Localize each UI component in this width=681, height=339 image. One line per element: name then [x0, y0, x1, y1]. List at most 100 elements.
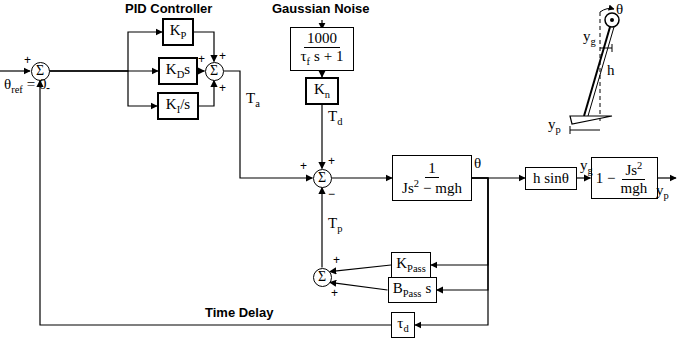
signal-label: yp — [656, 182, 669, 202]
gain-box: KPass — [391, 252, 431, 278]
dimension-label: y — [583, 28, 591, 44]
dimension-label: p — [556, 124, 561, 135]
node-text: s + 1 — [314, 48, 343, 64]
node-text: 2 — [637, 160, 642, 171]
signal-label: yg — [580, 157, 593, 177]
node-text: Σ — [210, 63, 218, 78]
signal-label: p — [337, 223, 342, 234]
node-text: Σ — [318, 170, 326, 185]
gain-box: KP — [162, 18, 194, 46]
node-text: K — [166, 96, 177, 112]
plant-box: 1Js2 − mgh — [392, 155, 472, 201]
node-text: K — [166, 61, 177, 77]
sign-label: - — [46, 81, 50, 95]
signal-arrow — [50, 71, 158, 106]
reference-label: θ — [4, 76, 11, 92]
dimension-label: y — [548, 116, 556, 132]
node-text: K — [396, 255, 407, 271]
dimension-label: yg — [583, 28, 596, 48]
node-text: τ — [397, 315, 403, 331]
sign-label: + — [219, 49, 226, 63]
signal-label: Tp — [328, 215, 342, 235]
block-caption: Time Delay — [205, 305, 273, 320]
sign-label: + — [219, 50, 226, 63]
gain-box: BPasss — [388, 277, 437, 303]
delay-box: τd — [391, 312, 415, 338]
dimension-label: yp — [548, 116, 561, 136]
signal-arrow — [577, 177, 591, 178]
block-caption: PID Controller — [125, 1, 212, 16]
sign-label: − — [328, 187, 335, 201]
dimension-label: h — [607, 62, 615, 78]
signal-label: θ — [474, 155, 481, 172]
signal-label: a — [255, 98, 260, 109]
angle-label: θ — [616, 1, 623, 18]
signal-arrow — [224, 71, 313, 178]
node-text: 1 — [428, 160, 436, 176]
angle-label: θ — [616, 1, 623, 17]
node-text: /s — [180, 96, 190, 112]
signal-label: T — [328, 215, 337, 231]
sign-label: + — [300, 159, 307, 173]
gain-box: KI/s — [157, 92, 199, 120]
node-text: Pass — [407, 263, 426, 274]
sign-label: + — [24, 53, 31, 67]
sign-label: - — [46, 82, 50, 95]
sign-label: + — [331, 286, 338, 300]
signal-label: p — [664, 190, 669, 201]
sign-label: + — [333, 254, 340, 267]
sign-label: − — [328, 188, 335, 201]
signal-arrow — [198, 70, 205, 71]
sign-label: + — [219, 81, 226, 95]
signal-label: d — [337, 116, 342, 127]
node-text: s — [425, 280, 431, 296]
signal-label: Td — [328, 108, 342, 128]
reference-label: ref — [11, 84, 23, 95]
signal-label: θ — [474, 155, 481, 171]
node-text: s — [184, 61, 190, 77]
signal-label: T — [246, 90, 255, 106]
sign-label: + — [328, 155, 335, 168]
sign-label: + — [198, 52, 205, 66]
node-text: mgh — [621, 180, 648, 196]
reference-label: θref= 0 — [4, 76, 47, 96]
signal-arrow — [199, 81, 214, 107]
node-text: d — [403, 323, 408, 334]
sign-label: + — [198, 53, 205, 66]
dimension-label: h — [607, 62, 615, 79]
node-text: K — [314, 81, 325, 97]
sign-label: + — [24, 54, 31, 67]
node-text: Pass — [403, 288, 422, 299]
signal-arrow — [330, 282, 388, 290]
sum-junction: Σ — [313, 169, 332, 188]
node-text: 2 — [414, 178, 419, 189]
transfer-box: 1 −Js2mgh — [591, 157, 658, 199]
signal-label: T — [328, 108, 337, 124]
node-text: K — [170, 22, 181, 38]
node-text: Js — [402, 180, 414, 196]
signal-label: y — [656, 182, 664, 198]
block-caption: Gaussian Noise — [272, 1, 370, 16]
signal-arrow — [40, 81, 391, 326]
node-text: − mgh — [423, 180, 462, 196]
transfer-box: h sinθ — [525, 167, 577, 190]
signal-arrow — [332, 177, 393, 178]
sign-label: + — [219, 82, 226, 95]
signal-label: y — [580, 157, 588, 173]
signal-arrow — [321, 188, 322, 268]
node-text: D — [177, 69, 185, 80]
sum-junction: Σ — [313, 268, 332, 287]
dimension-label: g — [591, 36, 596, 47]
sign-label: + — [331, 287, 338, 300]
block-caption: Gaussian Noise — [272, 2, 370, 16]
node-text: Σ — [36, 63, 44, 78]
node-text: 1000 — [307, 30, 337, 46]
node-text: n — [325, 89, 330, 100]
node-text: f — [307, 56, 311, 67]
sign-label: + — [300, 160, 307, 173]
sum-junction: Σ — [205, 62, 224, 81]
gain-box: KDs — [158, 57, 198, 85]
gain-box: Kn — [305, 77, 339, 105]
node-text: Σ — [318, 269, 326, 284]
